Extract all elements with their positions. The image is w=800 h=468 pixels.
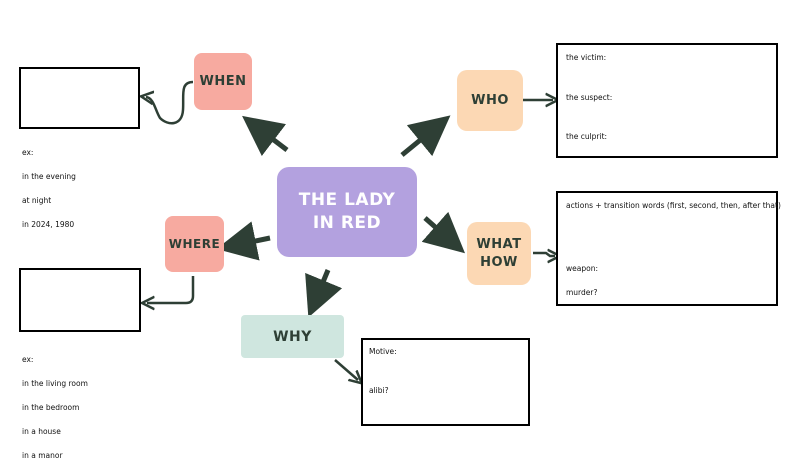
node-who: WHO bbox=[457, 70, 523, 131]
where-ex-2: in the bedroom bbox=[22, 403, 80, 412]
where-ex-3: in a house bbox=[22, 427, 61, 436]
who-suspect-label: the suspect: bbox=[566, 93, 613, 102]
when-ex-2: at night bbox=[22, 196, 52, 205]
connector-when-box bbox=[146, 80, 194, 125]
when-ex-label: ex: bbox=[22, 148, 34, 157]
what-how-answer-box[interactable]: actions + transition words (first, secon… bbox=[556, 191, 781, 306]
why-alibi-label: alibi? bbox=[369, 386, 389, 395]
connector-what-box bbox=[533, 253, 555, 256]
connector-why-box bbox=[334, 359, 358, 380]
center-label-line1: THE LADY bbox=[298, 190, 396, 210]
what-actions-label: actions + transition words (first, secon… bbox=[566, 201, 781, 210]
arrow-to-why bbox=[305, 269, 343, 318]
node-when-label: WHEN bbox=[199, 74, 247, 89]
node-what-how: WHAT HOW bbox=[467, 222, 531, 285]
where-examples: ex: in the living room in the bedroom in… bbox=[22, 340, 88, 468]
where-ex-4: in a manor bbox=[22, 451, 63, 460]
what-weapon-label: weapon: bbox=[566, 264, 598, 273]
node-where-label: WHERE bbox=[168, 237, 221, 251]
who-culprit-label: the culprit: bbox=[566, 132, 608, 141]
node-who-label: WHO bbox=[471, 93, 509, 108]
where-answer-box[interactable] bbox=[19, 268, 141, 332]
arrow-to-when bbox=[242, 115, 289, 157]
connector-layer bbox=[0, 80, 800, 450]
where-ex-label: ex: bbox=[22, 355, 34, 364]
arrow-to-what-how bbox=[421, 211, 466, 254]
arrow-to-who bbox=[400, 115, 451, 157]
node-where: WHERE bbox=[165, 216, 224, 272]
why-motive-label: Motive: bbox=[369, 347, 397, 356]
node-how-label: HOW bbox=[480, 254, 518, 270]
why-answer-box[interactable]: Motive: alibi? bbox=[361, 338, 530, 426]
when-answer-box[interactable] bbox=[19, 67, 140, 129]
node-why: WHY bbox=[241, 315, 344, 358]
center-label-line2: IN RED bbox=[312, 213, 382, 233]
node-when: WHEN bbox=[194, 53, 252, 110]
when-ex-1: in the evening bbox=[22, 172, 76, 181]
who-answer-box[interactable]: the victim: the suspect: the culprit: bbox=[556, 43, 778, 158]
connector-where-box bbox=[147, 276, 195, 303]
when-examples: ex: in the evening at night in 2024, 198… bbox=[22, 133, 76, 237]
center-node: THE LADY IN RED bbox=[277, 167, 417, 257]
where-ex-1: in the living room bbox=[22, 379, 88, 388]
what-murder-label: murder? bbox=[566, 288, 598, 297]
who-victim-label: the victim: bbox=[566, 53, 607, 62]
when-ex-3: in 2024, 1980 bbox=[22, 220, 75, 229]
node-why-label: WHY bbox=[273, 328, 312, 345]
node-what-label: WHAT bbox=[476, 236, 522, 252]
arrow-to-where bbox=[216, 221, 271, 261]
